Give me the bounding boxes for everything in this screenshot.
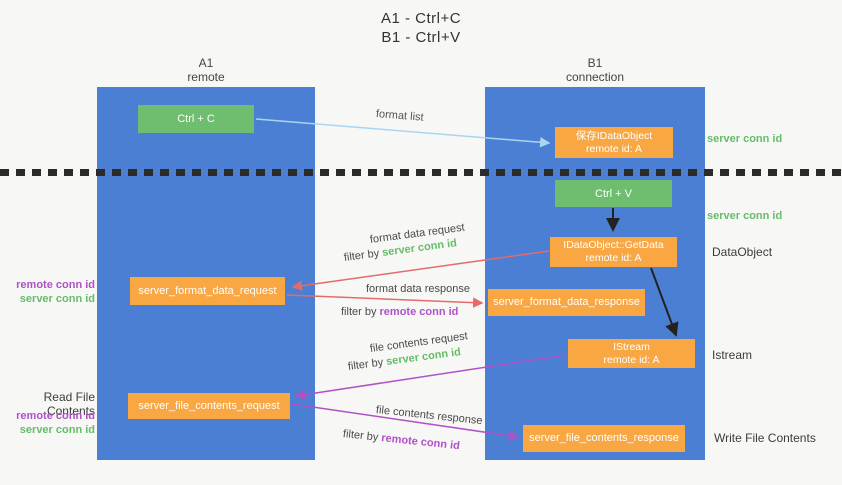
remote-conn-id-text: remote conn id — [380, 432, 461, 453]
remote-conn-id-label: remote conn id — [16, 279, 95, 291]
node-file-response-label: server_file_contents_response — [529, 432, 679, 444]
node-file-request: server_file_contents_request — [128, 393, 290, 419]
title-line-2: B1 - Ctrl+V — [381, 29, 461, 46]
server-conn-id-label: server conn id — [19, 424, 95, 436]
title-line-1: A1 - Ctrl+C — [380, 10, 462, 27]
istream-label: Istream — [712, 348, 753, 362]
node-istream: IStream remote id: A — [568, 339, 695, 368]
server-conn-id-label-top: server conn id — [707, 133, 783, 145]
read-file-contents-label: Read File Contents — [43, 390, 95, 418]
diagram-title: A1 - Ctrl+C B1 - Ctrl+V — [0, 9, 842, 47]
node-save-dataobject-line2: remote id: A — [585, 142, 643, 155]
node-format-response-label: server_format_data_response — [493, 296, 640, 308]
column-header-b1: B1 connection — [485, 56, 705, 84]
node-format-response: server_format_data_response — [488, 289, 645, 316]
node-istream-line1: IStream — [613, 340, 650, 353]
node-getdata-line1: IDataObject::GetData — [563, 239, 664, 251]
node-ctrl-v: Ctrl + V — [555, 180, 672, 207]
column-a1-name: A1 — [198, 56, 214, 70]
node-ctrl-c-label: Ctrl + C — [177, 113, 215, 125]
node-format-request-label: server_format_data_request — [138, 284, 277, 297]
column-b1-name: B1 — [587, 56, 603, 70]
node-ctrl-c: Ctrl + C — [138, 105, 254, 133]
column-header-a1: A1 remote — [97, 56, 315, 84]
write-file-contents-label: Write File Contents — [714, 431, 816, 445]
node-format-request: server_format_data_request — [130, 277, 285, 305]
format-list-label: format list — [375, 108, 425, 124]
node-getdata: IDataObject::GetData remote id: A — [550, 237, 677, 267]
conn-id-stack-format: remote conn id server conn id — [0, 278, 95, 306]
file-response-filter-label: filter by remote conn id — [342, 428, 460, 452]
conn-id-stack-file: remote conn id server conn id — [0, 409, 95, 437]
remote-conn-id-label: remote conn id — [16, 410, 95, 422]
filter-by-text: filter by — [341, 306, 377, 318]
column-b1-role: connection — [565, 70, 625, 84]
filter-by-text: filter by — [347, 356, 384, 373]
format-data-response-label: format data response — [366, 283, 470, 295]
node-save-dataobject: 保存IDataObject remote id: A — [555, 127, 673, 158]
session-divider — [0, 169, 842, 176]
column-a1-role: remote — [187, 70, 225, 84]
file-contents-response-label: file contents response — [375, 404, 484, 428]
server-conn-id-label: server conn id — [19, 293, 95, 305]
node-save-dataobject-line1: 保存IDataObject — [575, 129, 653, 142]
format-data-response-arrow — [286, 294, 484, 308]
node-file-request-label: server_file_contents_request — [138, 399, 280, 412]
server-conn-id-label-mid: server conn id — [707, 210, 783, 222]
remote-conn-id-text: remote conn id — [379, 306, 459, 318]
filter-by-text: filter by — [343, 247, 380, 264]
node-ctrl-v-label: Ctrl + V — [595, 187, 632, 200]
node-file-response: server_file_contents_response — [523, 425, 685, 452]
filter-by-text: filter by — [342, 428, 379, 444]
format-response-filter-label: filter by remote conn id — [341, 306, 458, 318]
dataobject-label: DataObject — [712, 245, 773, 259]
node-istream-line2: remote id: A — [603, 353, 660, 366]
node-getdata-line2: remote id: A — [585, 252, 642, 264]
